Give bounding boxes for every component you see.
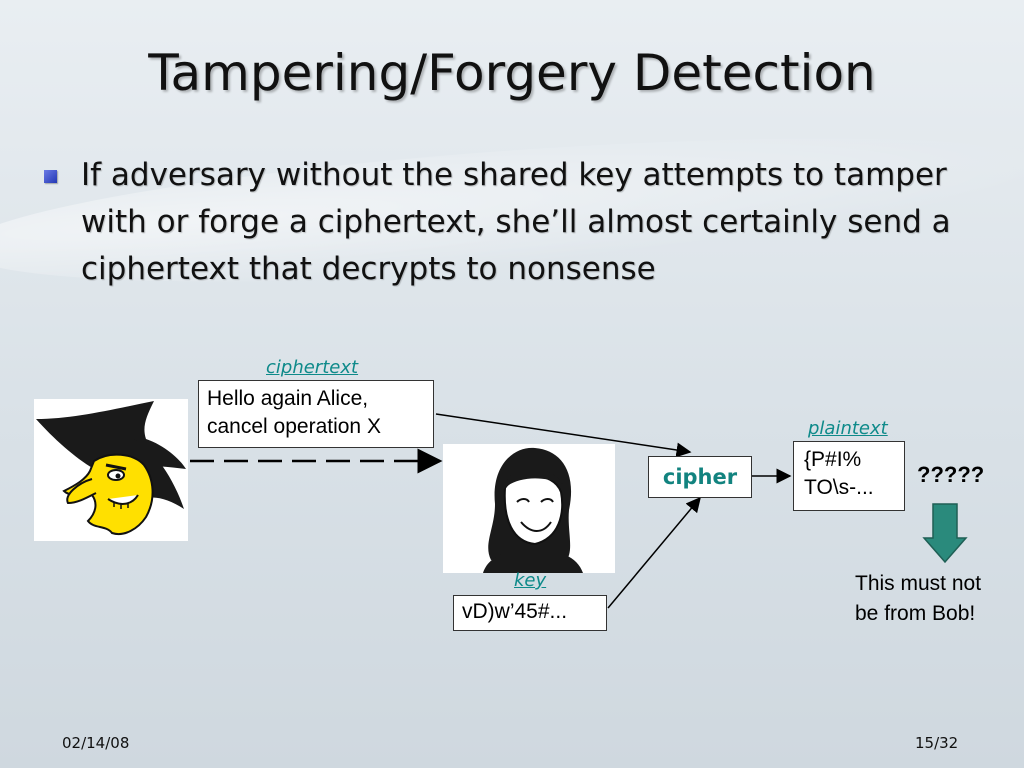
bullet-marker [44, 170, 57, 183]
footer-date: 02/14/08 [62, 734, 130, 752]
plaintext-box: {P#I% TO\s-... [793, 441, 905, 511]
bullet-item: If adversary without the shared key atte… [44, 152, 1004, 293]
plaintext-line-2: TO\s-... [804, 476, 874, 499]
alice-image [443, 444, 615, 573]
bullet-text: If adversary without the shared key atte… [81, 157, 951, 287]
ciphertext-label: ciphertext [266, 357, 359, 378]
slide-title: Tampering/Forgery Detection [148, 44, 876, 102]
footer-page-number: 15/32 [915, 734, 959, 752]
ciphertext-line-1: Hello again Alice, [207, 387, 369, 410]
warning-note-line-2: be from Bob! [855, 602, 976, 625]
key-value: vD)w’45#... [462, 600, 568, 623]
ciphertext-line-2: cancel operation X [207, 415, 381, 438]
key-label: key [514, 570, 547, 591]
plaintext-line-1: {P#I% [804, 448, 862, 471]
cipher-box: cipher [648, 456, 752, 498]
warning-note: This must not be from Bob! [855, 569, 1020, 629]
key-to-cipher-arrow [607, 496, 701, 609]
warning-note-line-1: This must not [855, 572, 982, 595]
plaintext-label: plaintext [808, 418, 888, 439]
adversary-witch-image [34, 399, 188, 541]
ciphertext-box: Hello again Alice, cancel operation X [198, 380, 434, 448]
key-box: vD)w’45#... [453, 595, 607, 631]
down-arrow-icon [922, 503, 968, 564]
question-marks: ????? [917, 462, 985, 487]
